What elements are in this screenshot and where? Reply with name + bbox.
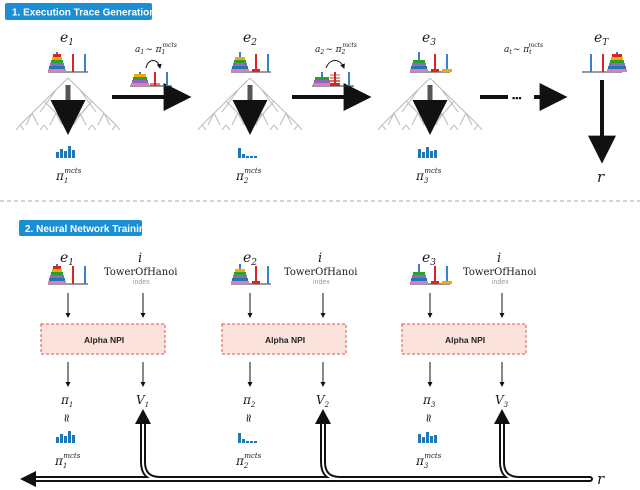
state-label: e: [60, 250, 68, 266]
action-label-1: a1∼ π1mcts: [135, 42, 177, 56]
alpha-npi-box: [401, 323, 527, 355]
hanoi-state-icon-2: [231, 52, 271, 73]
hanoi-state-icon-1: [48, 52, 88, 73]
index-caption: index: [133, 279, 150, 286]
state-label-e1: e: [60, 30, 68, 46]
action-label-t: at∼ πtmcts: [504, 42, 543, 56]
section1-state-labels: e1 e2 e3 eT: [60, 30, 609, 48]
program-name: TowerOfHanoi: [284, 267, 357, 278]
policy-label-1: π1mcts: [55, 167, 82, 185]
policy-label-2: π2mcts: [235, 167, 262, 185]
alpha-npi-label: Alpha NPI: [265, 335, 305, 345]
hanoi-state-icon: [410, 264, 452, 285]
state-label: e: [422, 250, 430, 266]
state-label-e2: e: [243, 30, 251, 46]
policy-bars: [56, 431, 75, 443]
svg-text:e3: e3: [422, 250, 436, 268]
svg-text:e1: e1: [60, 250, 74, 268]
mcts-policy-label: π2mcts: [235, 452, 262, 470]
training-group-3: e3 i TowerOfHanoi index Alpha NPI π3 V3 …: [401, 250, 536, 470]
svg-text:e2: e2: [243, 30, 257, 48]
index-caption: index: [492, 279, 509, 286]
policy-output: π3: [422, 393, 436, 409]
training-group-1: e1 i TowerOfHanoi index Alpha NPI π1 V1 …: [40, 250, 177, 470]
action-label-2: a2∼ π2mcts: [315, 42, 357, 56]
training-group-2: e2 i TowerOfHanoi index Alpha NPI π2 V2 …: [221, 250, 357, 470]
reward-backflow-arrows: [27, 417, 593, 482]
section2-title: 2. Neural Network Training: [25, 224, 151, 235]
mcts-policy-label: π3mcts: [415, 452, 442, 470]
value-output: V1: [136, 393, 149, 409]
alpha-npi-box: [40, 323, 166, 355]
section1-header: 1. Execution Trace Generation: [5, 3, 155, 20]
mcts-policy-label: π1mcts: [54, 452, 81, 470]
action-move-icon-1: [130, 60, 172, 87]
state-label-eT: e: [594, 30, 602, 46]
alpha-npi-box: [221, 323, 347, 355]
action-move-icon-2: [312, 60, 354, 87]
ellipsis: ▪▪▪: [512, 93, 522, 103]
policy-bars-2: [238, 148, 257, 158]
program-index-label: i: [138, 251, 142, 266]
transition-arrow-3: ▪▪▪: [480, 83, 568, 111]
policy-bars: [418, 432, 437, 443]
state-label-e3: e: [422, 30, 430, 46]
hanoi-state-icon: [231, 264, 271, 285]
hanoi-state-icon-final: [582, 52, 627, 73]
approx-symbol: ≈: [242, 413, 256, 423]
svg-text:eT: eT: [594, 30, 609, 48]
approx-symbol: ≈: [60, 413, 74, 423]
section1-title: 1. Execution Trace Generation: [12, 8, 155, 19]
index-caption: index: [313, 279, 330, 286]
reward-label-2: r: [597, 470, 605, 488]
policy-bars-1: [56, 146, 75, 158]
value-output: V2: [316, 393, 330, 409]
policy-output: π2: [242, 393, 256, 409]
hanoi-state-icon: [48, 264, 88, 285]
state-label: e: [243, 250, 251, 266]
svg-text:e2: e2: [243, 250, 257, 268]
backflow-arrowheads: [20, 409, 510, 487]
svg-text:e1: e1: [60, 30, 74, 48]
program-index-label: i: [318, 251, 322, 266]
policy-label-3: π3mcts: [415, 167, 442, 185]
program-name: TowerOfHanoi: [463, 267, 536, 278]
alpha-npi-label: Alpha NPI: [445, 335, 485, 345]
svg-text:e3: e3: [422, 30, 436, 48]
policy-bars-3: [418, 147, 437, 158]
alpha-npi-label: Alpha NPI: [84, 335, 124, 345]
policy-bars: [238, 433, 257, 443]
program-name: TowerOfHanoi: [104, 267, 177, 278]
approx-symbol: ≈: [422, 413, 436, 423]
value-output: V3: [495, 393, 509, 409]
section2-header: 2. Neural Network Training: [19, 220, 151, 236]
hanoi-state-icon-3: [410, 52, 452, 73]
reward-label-1: r: [597, 168, 605, 186]
program-index-label: i: [497, 251, 501, 266]
policy-output: π1: [60, 393, 73, 409]
